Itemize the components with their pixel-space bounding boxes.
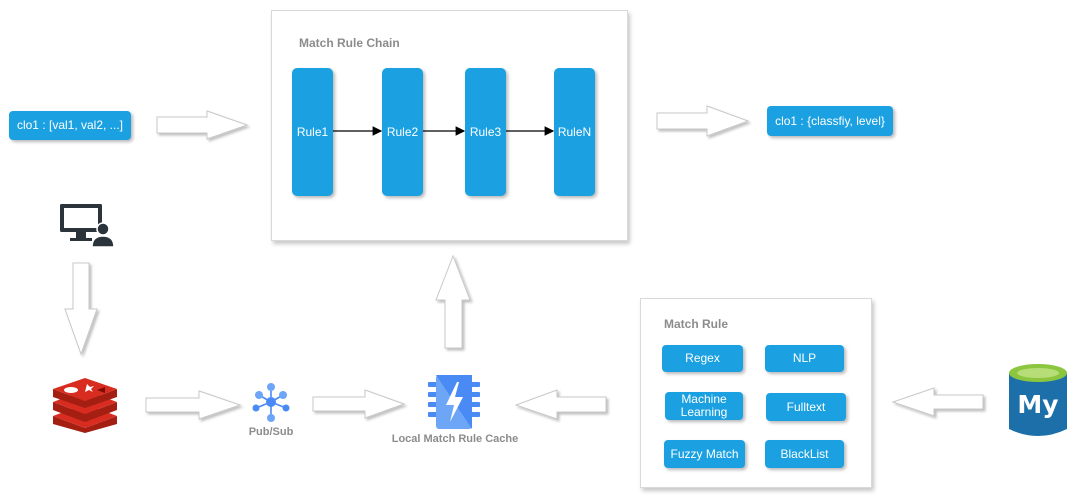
rule-2: Rule2 bbox=[382, 68, 423, 196]
rule-n: RuleN bbox=[554, 68, 595, 196]
input-column-label: clo1 : [val1, val2, ...] bbox=[9, 111, 131, 140]
mysql-database-icon: My bbox=[1009, 364, 1067, 436]
arrow-matchrule-to-cache bbox=[514, 389, 607, 420]
arrow-input-to-chain bbox=[156, 110, 249, 140]
match-rule-chain-title: Match Rule Chain bbox=[299, 36, 400, 50]
rule-3: Rule3 bbox=[465, 68, 506, 196]
admin-computer-user-icon bbox=[60, 204, 115, 248]
rule-type-fuzzy-match: Fuzzy Match bbox=[664, 440, 745, 468]
arrow-pubsub-to-cache bbox=[312, 389, 406, 419]
rule-type-nlp: NLP bbox=[765, 345, 844, 372]
arrow-admin-to-redis bbox=[64, 262, 98, 356]
arrow-chain-to-output bbox=[656, 105, 750, 137]
local-match-rule-cache-label: Local Match Rule Cache bbox=[391, 433, 519, 445]
output-classification-label: clo1 : {classfiy, level} bbox=[767, 106, 893, 136]
rule-type-blacklist: BlackList bbox=[765, 440, 844, 468]
rule-type-regex: Regex bbox=[662, 345, 743, 372]
cache-chip-bolt-icon bbox=[428, 375, 480, 429]
arrow-mysql-to-matchrule bbox=[891, 387, 984, 417]
match-rule-title: Match Rule bbox=[664, 317, 729, 331]
pubsub-icon bbox=[252, 383, 290, 422]
arrow-cache-to-chain bbox=[435, 254, 471, 349]
redis-icon bbox=[53, 378, 117, 433]
arrow-redis-to-pubsub bbox=[145, 390, 242, 420]
rule-1: Rule1 bbox=[292, 68, 333, 196]
svg-text:My: My bbox=[1017, 390, 1058, 419]
rule-type-fulltext: Fulltext bbox=[766, 393, 846, 421]
pubsub-label: Pub/Sub bbox=[248, 426, 294, 438]
rule-type-machine-learning: Machine Learning bbox=[665, 392, 743, 420]
